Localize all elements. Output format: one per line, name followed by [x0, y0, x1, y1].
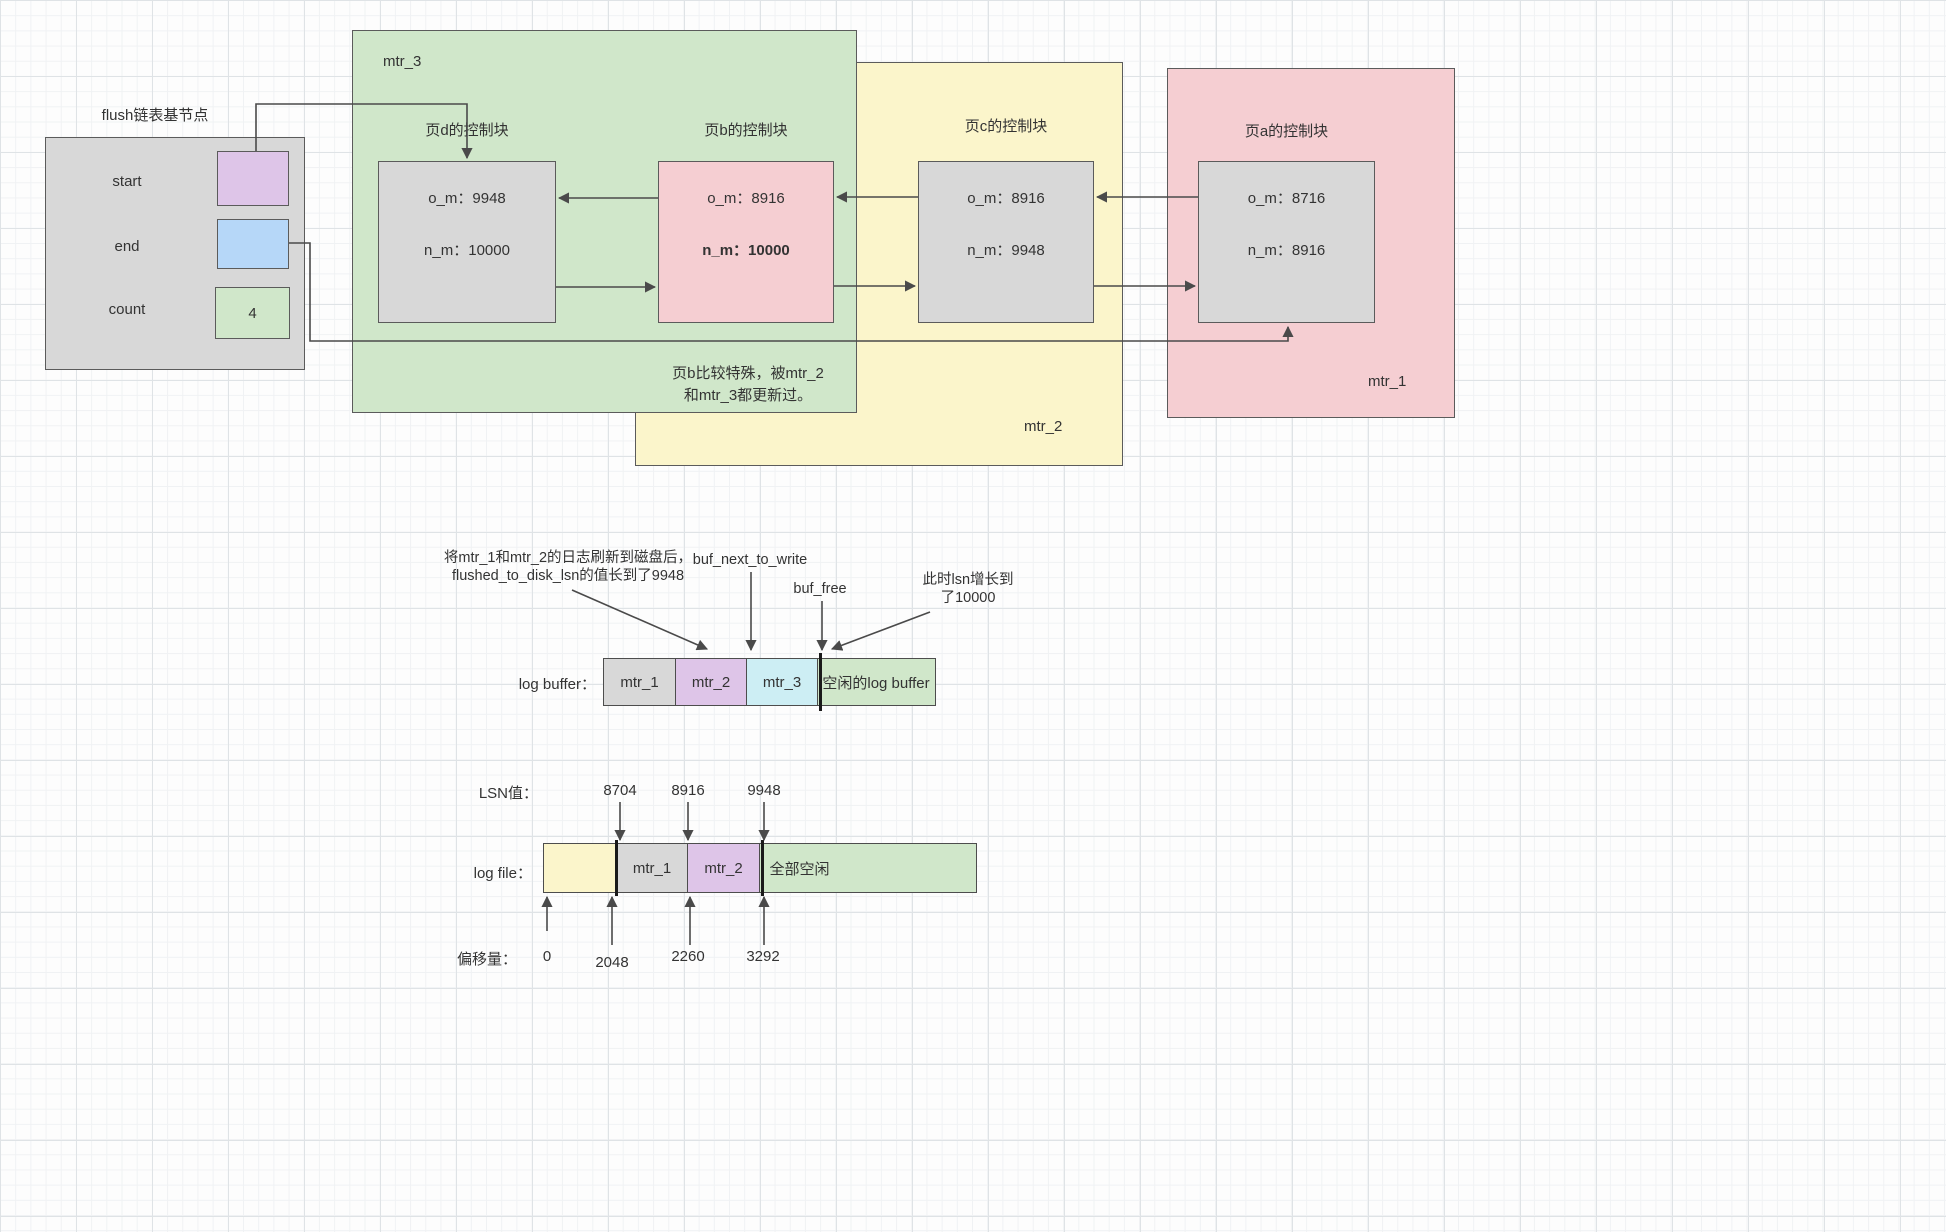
log-file-seg-free: 全部空闲: [758, 843, 977, 893]
log-file-boundary-line-3292: [761, 840, 764, 896]
offset-value-2260: 2260: [671, 948, 705, 965]
log-buffer-seg-free: 空闲的log buffer: [816, 658, 936, 706]
offset-label: 偏移量：: [456, 951, 517, 968]
end-label: end: [114, 238, 140, 255]
offset-value-0: 0: [542, 948, 552, 965]
start-pointer-cell: [217, 151, 289, 206]
page-b-note-line2: 和mtr_3都更新过。: [683, 387, 813, 404]
log-file-boundary-line-2048: [615, 840, 618, 896]
page-b-control-block: o_m：8916 n_m：10000: [658, 161, 834, 323]
flush-node-box: start end count 4: [45, 137, 305, 370]
page-b-note-line1: 页b比较特殊，被mtr_2: [672, 365, 824, 382]
flushed-to-disk-annotation: 将mtr_1和mtr_2的日志刷新到磁盘后， flushed_to_disk_l…: [440, 550, 696, 585]
lsn-grow-annotation-arrow: [830, 611, 931, 651]
start-label: start: [112, 173, 142, 190]
mtr1-label: mtr_1: [1368, 373, 1407, 390]
page-b-title: 页b的控制块: [704, 122, 788, 139]
page-d-control-block: o_m：9948 n_m：10000: [378, 161, 556, 323]
page-b-om: o_m：8916: [707, 190, 785, 207]
flushed-annotation-arrow: [571, 589, 709, 651]
buf-free-annotation: buf_free: [793, 581, 847, 597]
page-a-nm: n_m：8916: [1247, 242, 1326, 259]
log-file-seg-header: [543, 843, 617, 893]
mtr2-label: mtr_2: [1024, 418, 1063, 435]
lsn-value-8704: 8704: [603, 782, 637, 799]
lsn-grow-line2: 了10000: [940, 589, 996, 606]
page-c-control-block: o_m：8916 n_m：9948: [918, 161, 1094, 323]
offset-value-2048: 2048: [595, 954, 629, 971]
lsn-grow-annotation: 此时lsn增长到 了10000: [905, 572, 1031, 607]
log-buffer-label: log buffer：: [518, 676, 596, 693]
count-label: count: [108, 301, 146, 318]
page-d-title: 页d的控制块: [425, 122, 509, 139]
lsn-value-8916: 8916: [671, 782, 705, 799]
page-c-om: o_m：8916: [967, 190, 1045, 207]
log-buffer-bar: mtr_1 mtr_2 mtr_3 空闲的log buffer: [603, 658, 936, 706]
count-value: 4: [248, 304, 257, 322]
count-cell: 4: [215, 287, 290, 339]
flush-node-title: flush链表基节点: [101, 107, 209, 124]
lsn-grow-line1: 此时lsn增长到: [922, 572, 1014, 588]
lsn-value-9948: 9948: [747, 782, 781, 799]
log-file-bar: mtr_1 mtr_2 全部空闲: [543, 843, 977, 893]
page-d-om: o_m：9948: [428, 190, 506, 207]
page-c-nm: n_m：9948: [967, 242, 1045, 259]
page-b-nm: n_m：10000: [702, 242, 790, 259]
log-file-label: log file：: [473, 865, 532, 882]
flushed-annotation-line2: flushed_to_disk_lsn的值长到了9948: [451, 567, 685, 584]
log-buffer-seg-mtr3: mtr_3: [746, 658, 818, 706]
offset-value-3292: 3292: [746, 948, 780, 965]
page-a-om: o_m：8716: [1247, 190, 1326, 207]
lsn-label: LSN值：: [478, 785, 538, 802]
page-c-title: 页c的控制块: [964, 118, 1048, 135]
flushed-annotation-line1: 将mtr_1和mtr_2的日志刷新到磁盘后，: [443, 550, 693, 566]
page-b-note: 页b比较特殊，被mtr_2 和mtr_3都更新过。: [598, 363, 898, 407]
end-pointer-cell: [217, 219, 289, 269]
page-a-title: 页a的控制块: [1244, 123, 1329, 140]
log-file-seg-mtr1: mtr_1: [615, 843, 689, 893]
page-d-nm: n_m：10000: [424, 242, 510, 259]
page-a-control-block: o_m：8716 n_m：8916: [1198, 161, 1375, 323]
buf-next-to-write-annotation: buf_next_to_write: [692, 552, 808, 568]
log-buffer-seg-mtr1: mtr_1: [603, 658, 676, 706]
log-buffer-seg-mtr2: mtr_2: [674, 658, 748, 706]
mtr3-label: mtr_3: [383, 53, 422, 70]
buf-free-boundary-line: [819, 653, 822, 711]
log-file-seg-mtr2: mtr_2: [687, 843, 760, 893]
